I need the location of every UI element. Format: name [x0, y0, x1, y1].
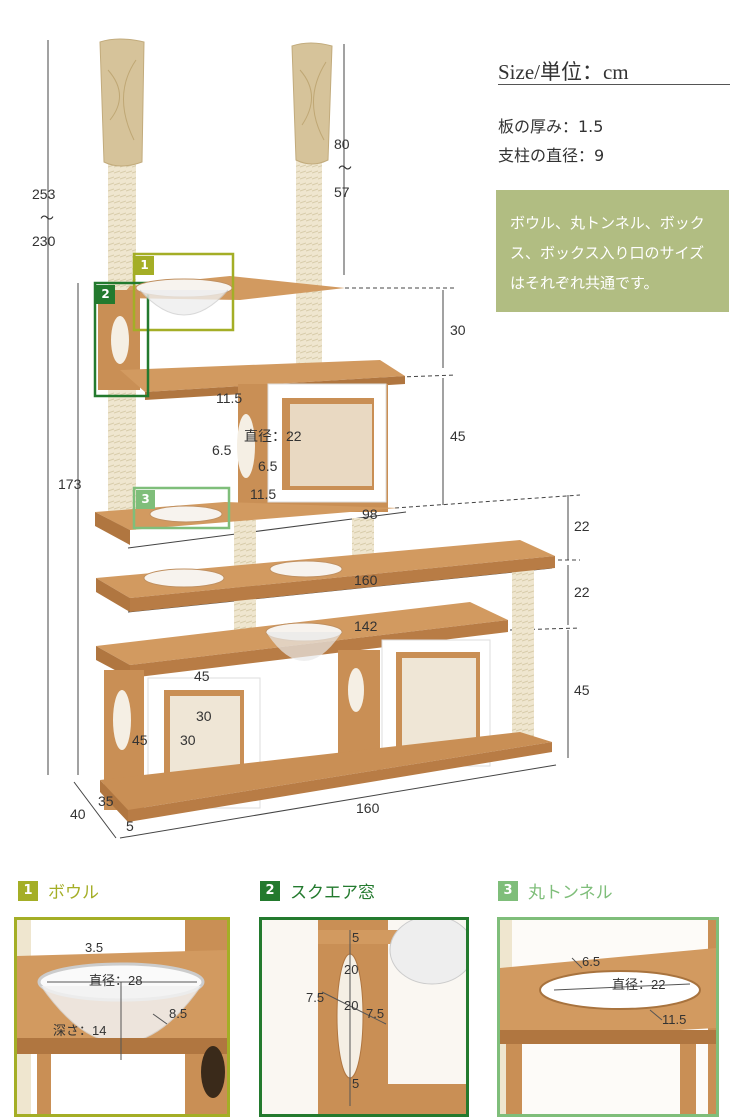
spec-pole-diameter: 支柱の直径：9 — [498, 146, 605, 165]
detail-bowl-photo: 3.5 直径：28 8.5 深さ：14 — [14, 917, 230, 1117]
dim-level-45-lower: 45 — [574, 682, 590, 698]
tunnel-dim-edge: 11.5 — [662, 1012, 687, 1027]
window-dim-lower: 20 — [344, 998, 359, 1013]
caption-round-tunnel: 3 丸トンネル — [498, 878, 613, 903]
dim-box-6-5-right: 6.5 — [258, 458, 278, 474]
detail-square-window-photo: 5 20 7.5 20 7.5 5 — [259, 917, 469, 1117]
dim-tilde-left: ～ — [40, 210, 54, 226]
tunnel-dim-diameter: 直径：22 — [612, 977, 666, 992]
note-text: ボウル、丸トンネル、ボックス、ボックス入り口のサイズはそれぞれ共通です。 — [510, 214, 705, 292]
dim-box-45-width: 45 — [194, 668, 210, 684]
dim-box-6-5-left: 6.5 — [212, 442, 232, 458]
dim-box-30-b: 30 — [180, 732, 196, 748]
bowl-illustration — [17, 920, 227, 1114]
window-dim-top: 5 — [352, 930, 360, 945]
caption-square-window-number: 2 — [260, 880, 280, 901]
spec-board-thickness: 板の厚み：1.5 — [498, 117, 604, 136]
caption-square-window: 2 スクエア窓 — [260, 878, 375, 903]
dim-width-98: 98 — [362, 506, 378, 522]
dim-box-11-5-top: 11.5 — [216, 390, 243, 406]
caption-bowl-title: ボウル — [48, 883, 99, 903]
dim-width-160-bottom: 160 — [356, 800, 380, 816]
dim-height-min: 230 — [32, 233, 56, 249]
dim-width-142: 142 — [354, 618, 378, 634]
dim-height-max: 253 — [32, 186, 56, 202]
bowl-dim-rim: 3.5 — [85, 940, 104, 955]
dim-box-11-5-bottom: 11.5 — [250, 486, 277, 502]
dim-box-diameter: 直径：22 — [244, 428, 302, 444]
bowl-dim-diameter: 直径：28 — [89, 973, 143, 988]
tunnel-dim-margin: 6.5 — [582, 954, 601, 969]
round-tunnel-illustration — [500, 920, 716, 1114]
highlight-bowl — [132, 252, 235, 332]
tag-bowl: 1 — [135, 256, 154, 275]
dim-depth-5: 5 — [126, 818, 134, 834]
tag-square-window: 2 — [96, 285, 115, 304]
size-title-underline — [498, 84, 730, 85]
right-plush-cover — [291, 42, 333, 165]
dim-level-45-upper: 45 — [450, 428, 466, 444]
caption-round-tunnel-title: 丸トンネル — [528, 883, 613, 903]
cat-tower-illustration — [47, 38, 581, 839]
tag-round-tunnel: 3 — [136, 490, 155, 509]
caption-bowl-number: 1 — [18, 880, 38, 901]
window-dim-upper: 20 — [344, 962, 359, 977]
highlight-square-window — [93, 281, 150, 398]
dim-box-45-height: 45 — [132, 732, 148, 748]
front-pole — [512, 570, 534, 740]
dim-frame-height: 173 — [58, 476, 82, 492]
dim-top-pole-min: 57 — [334, 184, 350, 200]
window-dim-bottom: 5 — [352, 1076, 360, 1091]
dim-depth-40: 40 — [70, 806, 86, 822]
dim-depth-35: 35 — [98, 793, 114, 809]
highlight-round-tunnel — [132, 486, 231, 530]
window-dim-right: 7.5 — [366, 1006, 385, 1021]
bowl-dim-depth: 深さ：14 — [53, 1023, 107, 1038]
note-box: ボウル、丸トンネル、ボックス、ボックス入り口のサイズはそれぞれ共通です。 — [496, 190, 729, 312]
dim-box-30-a: 30 — [196, 708, 212, 724]
caption-round-tunnel-number: 3 — [498, 880, 518, 901]
detail-round-tunnel-photo: 6.5 直径：22 11.5 — [497, 917, 719, 1117]
dim-tilde-right: ～ — [338, 160, 352, 176]
bowl-dim-offset: 8.5 — [169, 1006, 188, 1021]
dim-top-pole-max: 80 — [334, 136, 350, 152]
caption-bowl: 1 ボウル — [18, 878, 99, 903]
dim-level-22-a: 22 — [574, 518, 590, 534]
window-dim-left: 7.5 — [306, 990, 325, 1005]
size-title: Size/単位：cm — [498, 60, 629, 84]
dim-level-22-b: 22 — [574, 584, 590, 600]
dim-width-160-mid: 160 — [354, 572, 378, 588]
dim-level-30: 30 — [450, 322, 466, 338]
right-pole — [296, 160, 322, 370]
left-plush-cover — [99, 38, 145, 167]
caption-square-window-title: スクエア窓 — [290, 883, 375, 903]
square-window-illustration — [262, 920, 466, 1114]
